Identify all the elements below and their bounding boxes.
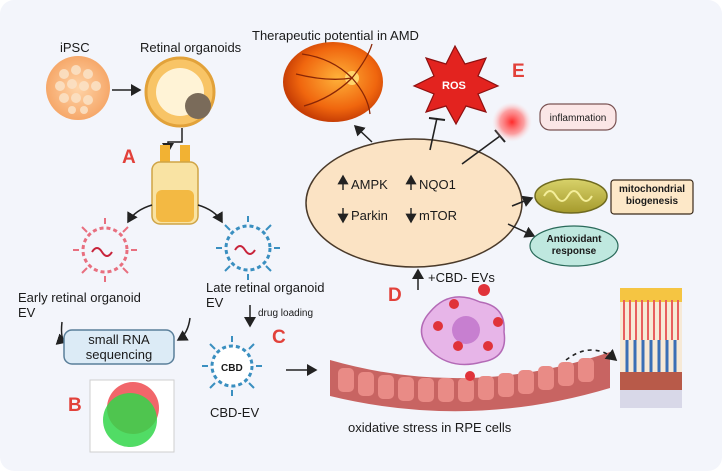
retinal-organoid-illustration xyxy=(144,56,216,128)
panel-b-label: B xyxy=(68,395,82,416)
rpe-cell-layer xyxy=(330,352,610,412)
inflammation-label: inflammation xyxy=(549,113,607,124)
panel-c-label: C xyxy=(272,327,286,348)
oxidative-stress-label: oxidative stress in RPE cells xyxy=(348,420,512,435)
cbd-ev-label: CBD-EV xyxy=(210,405,260,420)
ros-label: ROS xyxy=(442,80,466,92)
ipsc-illustration xyxy=(46,56,110,120)
mitochondrion-illustration xyxy=(534,178,608,214)
panel-e-label: E xyxy=(512,61,525,82)
retina-layers-illustration xyxy=(620,288,682,408)
small-rna-label: small RNA sequencing xyxy=(85,332,153,362)
pathway-oval xyxy=(305,138,523,268)
mito-label: mitochondrial biogenesis xyxy=(618,184,686,207)
antioxidant-label: Antioxidant response xyxy=(546,234,602,257)
early-ev-illustration xyxy=(73,218,137,282)
stressed-cell-illustration xyxy=(420,284,506,381)
parkin-label: Parkin xyxy=(351,208,388,223)
figure-title: Therapeutic potential in AMD xyxy=(252,28,419,43)
cbd-ev-illustration xyxy=(202,336,262,396)
late-ev-label: Late retinal organoid EV xyxy=(206,280,325,310)
cbd-label: CBD xyxy=(221,363,243,374)
small-rna-box xyxy=(63,329,175,365)
fundus-illustration xyxy=(283,42,383,122)
antioxidant-box xyxy=(529,225,619,267)
retinal-organoids-label: Retinal organoids xyxy=(140,40,242,55)
panel-d-label: D xyxy=(388,285,402,306)
late-ev-illustration xyxy=(216,216,280,280)
plus-cbd-evs-label: +CBD- EVs xyxy=(428,270,495,285)
drug-loading-label: drug loading xyxy=(258,308,314,319)
venn-diagram xyxy=(89,379,175,453)
centrifuge-tube-illustration xyxy=(151,145,199,225)
mtor-label: mTOR xyxy=(419,208,458,223)
mito-box xyxy=(610,179,694,215)
early-ev-label: Early retinal organoid EV xyxy=(18,290,141,320)
panel-a-label: A xyxy=(122,147,136,168)
ipsc-label: iPSC xyxy=(60,40,90,55)
ros-star xyxy=(412,44,500,126)
nqo1-label: NQO1 xyxy=(419,177,456,192)
ampk-label: AMPK xyxy=(351,177,388,192)
inflammation-box xyxy=(539,103,617,131)
